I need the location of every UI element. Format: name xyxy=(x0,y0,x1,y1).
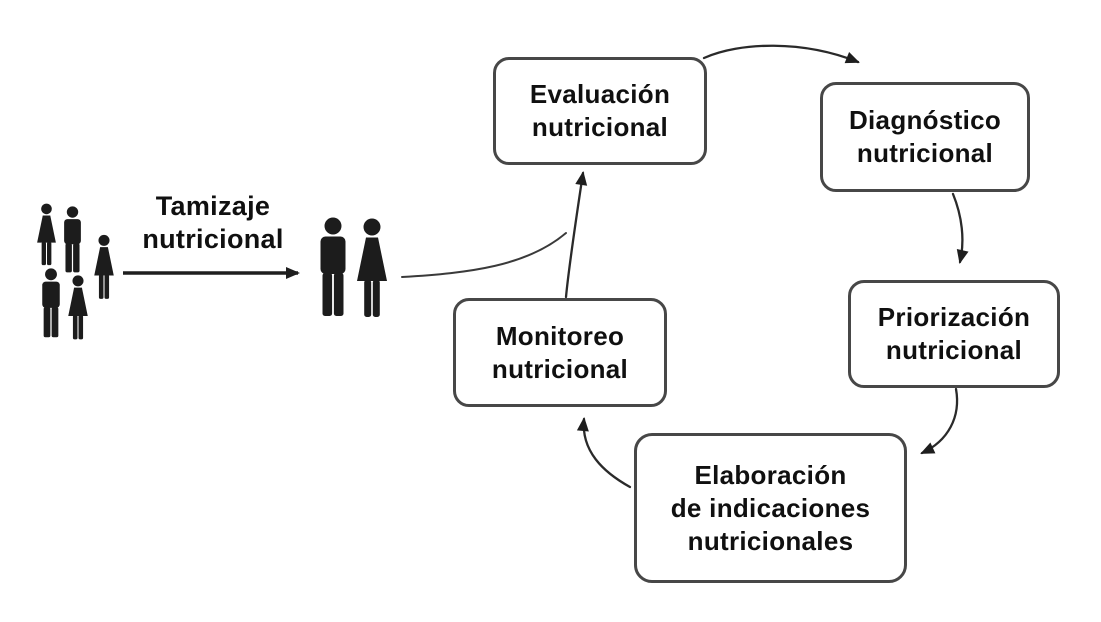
node-label-line: Priorización xyxy=(877,302,1031,332)
arrow-evaluacion-to-diagnostico xyxy=(702,44,860,64)
node-label-line: nutricional xyxy=(885,335,1023,365)
node-label-line: nutricionales xyxy=(687,525,854,556)
person-woman-icon xyxy=(357,218,387,317)
node-label-line: nutricional xyxy=(856,138,994,168)
screening-label-line: Tamizaje xyxy=(155,191,271,221)
person-woman-icon xyxy=(37,203,56,266)
node-evaluacion-nutricional: Evaluación nutricional xyxy=(493,57,707,165)
node-label-line: Elaboración xyxy=(694,459,847,490)
screening-label: Tamizaje nutricional xyxy=(113,190,313,256)
person-man-icon xyxy=(64,206,81,273)
node-priorizacion-nutricional: Priorización nutricional xyxy=(848,280,1060,388)
person-man-icon xyxy=(320,217,346,316)
node-label-line: nutricional xyxy=(491,353,629,384)
node-label-line: Diagnóstico xyxy=(848,105,1002,135)
arrow-monitoreo-to-evaluacion xyxy=(564,171,588,299)
arrow-priorizacion-to-elaboracion xyxy=(920,387,959,455)
person-woman-icon xyxy=(68,275,88,340)
arrow-elaboracion-to-monitoreo xyxy=(576,417,632,489)
arrow-diagnostico-to-priorizacion xyxy=(951,192,969,264)
connector-pair-to-cycle xyxy=(401,232,567,278)
node-monitoreo-nutricional: Monitoreo nutricional xyxy=(453,298,667,407)
node-label-line: de indicaciones xyxy=(670,492,871,523)
node-elaboracion-indicaciones-nutricionales: Elaboración de indicaciones nutricionale… xyxy=(634,433,907,583)
node-label-line: Monitoreo xyxy=(495,320,625,351)
node-diagnostico-nutricional: Diagnóstico nutricional xyxy=(820,82,1030,192)
node-label-line: nutricional xyxy=(531,112,669,142)
person-man-icon xyxy=(42,268,60,338)
screening-label-line: nutricional xyxy=(142,224,284,254)
node-label-line: Evaluación xyxy=(529,79,671,109)
